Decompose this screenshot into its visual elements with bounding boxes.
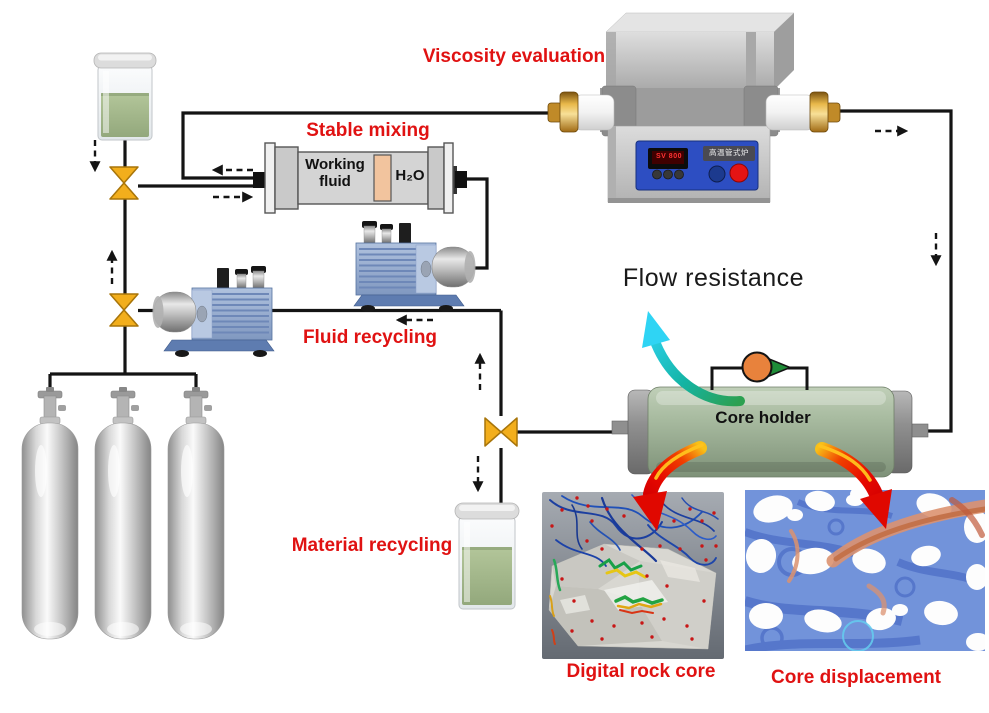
valve-mid-left [109, 293, 139, 327]
valve-core-inlet [484, 417, 518, 447]
stable-mixing-label: Stable mixing [306, 120, 430, 141]
furnace-display-value: SV 800 [656, 153, 682, 160]
gas-cylinder [21, 386, 79, 640]
quartz-tube-right [765, 94, 815, 131]
tube-furnace [547, 12, 841, 203]
rock-core-arrow [633, 441, 707, 531]
circulation-pump-icon [741, 351, 791, 383]
mixing-vessel [253, 142, 467, 214]
flow-direction-arrows [89, 125, 942, 493]
pipe-lines [48, 109, 953, 514]
panel-knob [663, 169, 673, 180]
valve-top-left [109, 166, 139, 200]
flow-resistance-label: Flow resistance [622, 264, 805, 292]
panel-knob [652, 169, 662, 180]
gas-cylinders [21, 386, 225, 640]
vacuum-pump-upper [353, 220, 477, 313]
gas-cylinder [167, 386, 225, 640]
working-fluid-label: Working fluid [305, 156, 365, 191]
vacuum-pump-lower [151, 265, 275, 358]
tube-fitting-right [809, 91, 829, 133]
red-button [729, 163, 749, 183]
valves [109, 166, 518, 447]
tube-fitting-left [559, 91, 579, 133]
flow-resistance-arrow [642, 311, 745, 407]
gas-cylinder [94, 386, 152, 640]
panel-knob [674, 169, 684, 180]
material-recycling-jar [454, 502, 520, 610]
digital-rock-core-image [542, 492, 724, 659]
blue-button [708, 165, 726, 183]
fluid-recycling-label: Fluid recycling [302, 327, 438, 348]
viscosity-evaluation-label: Viscosity evaluation [422, 46, 606, 67]
core-holder-label: Core holder [715, 408, 811, 427]
core-displacement-caption: Core displacement [771, 667, 941, 688]
digital-rock-core-caption: Digital rock core [566, 661, 716, 682]
quartz-tube-left [573, 94, 615, 131]
piston-divider [373, 154, 392, 202]
furnace-name-plate [703, 146, 755, 161]
h2o-label: H₂O [395, 167, 425, 184]
core-displacement-image [745, 490, 985, 651]
core-holder [611, 386, 929, 478]
bypass-line [710, 351, 809, 390]
working-fluid-jar [93, 52, 157, 141]
core-displacement-arrow [815, 442, 892, 529]
material-recycling-label: Material recycling [291, 535, 453, 556]
furnace-panel-label: 高温管式炉 [709, 148, 749, 157]
